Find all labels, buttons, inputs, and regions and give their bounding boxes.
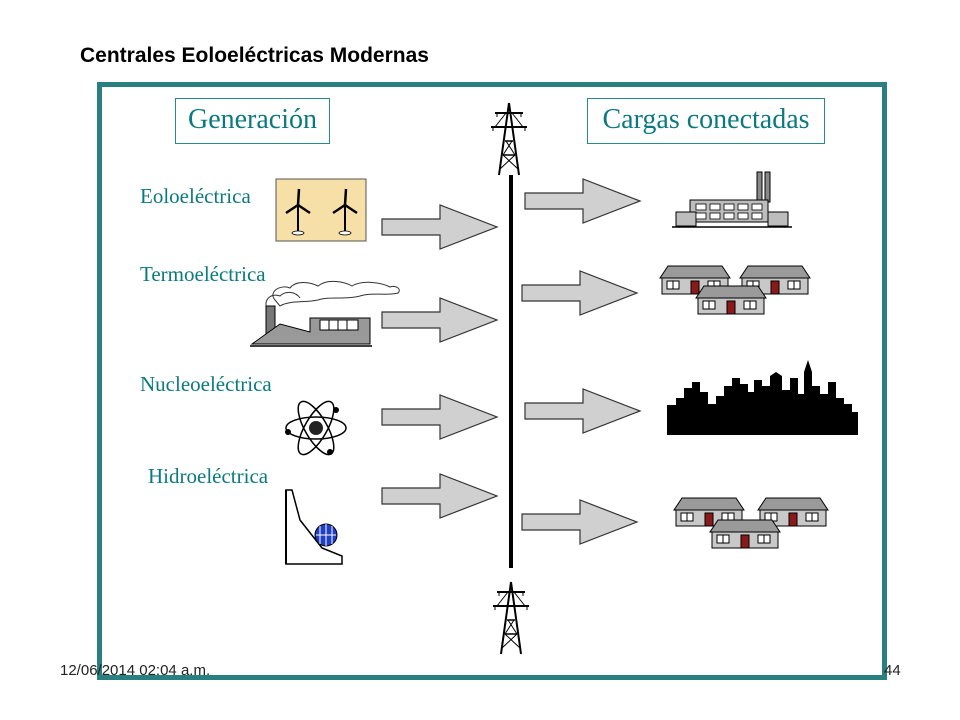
transmission-tower-bottom-icon bbox=[492, 581, 530, 655]
source-label-nucleo: Nucleoeléctrica bbox=[140, 372, 272, 396]
page-number: 44 bbox=[884, 662, 901, 679]
source-label-hidro: Hidroeléctrica bbox=[148, 464, 269, 488]
input-arrow-hidro bbox=[381, 473, 498, 519]
diagram-frame bbox=[97, 82, 887, 680]
input-arrow-eolo bbox=[381, 204, 498, 250]
input-arrow-termo bbox=[381, 297, 498, 343]
factory-icon bbox=[672, 171, 792, 228]
generation-header: Generación bbox=[175, 98, 330, 144]
houses-icon-2 bbox=[673, 497, 829, 549]
slide-title: Centrales Eoloeléctricas Modernas bbox=[80, 44, 429, 67]
loads-header: Cargas conectadas bbox=[587, 98, 825, 144]
footer-date: 12/06/2014 02:04 a.m. bbox=[60, 662, 211, 679]
dam-icon bbox=[285, 489, 343, 565]
source-label-eolo: Eoloeléctrica bbox=[140, 184, 251, 208]
output-arrow-houses-1 bbox=[521, 270, 638, 316]
houses-icon-1 bbox=[659, 265, 811, 315]
thermal-plant-icon bbox=[250, 280, 400, 347]
input-arrow-nucleo bbox=[381, 394, 498, 440]
atom-icon bbox=[285, 400, 347, 456]
transmission-tower-top-icon bbox=[490, 102, 528, 176]
output-arrow-houses-2 bbox=[521, 499, 638, 545]
output-arrow-city bbox=[524, 388, 641, 434]
wind-turbines-icon bbox=[275, 178, 367, 242]
source-label-termo: Termoeléctrica bbox=[140, 262, 266, 286]
output-arrow-factory bbox=[524, 178, 641, 224]
city-skyline-icon bbox=[667, 360, 858, 435]
